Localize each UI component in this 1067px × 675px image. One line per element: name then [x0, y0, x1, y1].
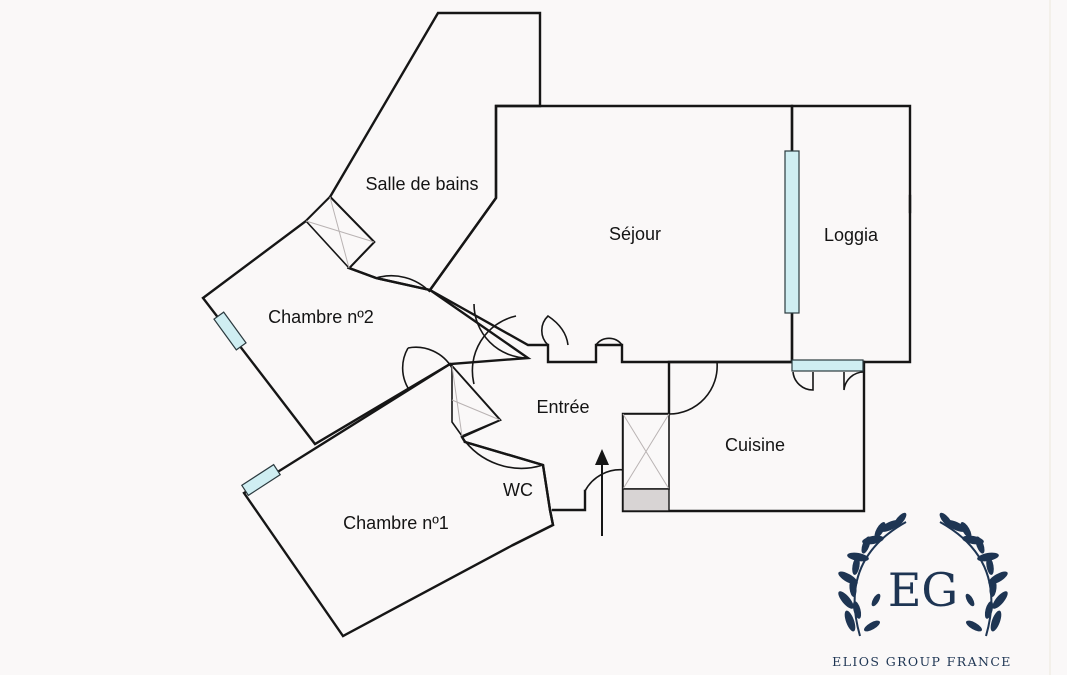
grey-cupboard — [622, 488, 670, 512]
chambre-1-wall — [242, 362, 555, 638]
laurel-left-branch — [838, 512, 907, 637]
room-label-loggia: Loggia — [824, 225, 879, 245]
room-label-wc: WC — [503, 480, 533, 500]
room-label-salle-de-bains: Salle de bains — [365, 174, 478, 194]
duct-box-kitchen — [622, 413, 670, 512]
sejour-door-left — [541, 314, 569, 346]
room-label-chambre-1: Chambre nº1 — [343, 513, 449, 533]
entry-door-swing — [584, 468, 626, 492]
window-chambre-2 — [213, 311, 247, 351]
wc-door-swing — [461, 436, 544, 470]
room-labels: Salle de bains Séjour Loggia Chambre nº2… — [268, 174, 879, 533]
entree-door-arc — [471, 315, 517, 385]
window-sejour-loggia — [784, 150, 800, 314]
windows — [213, 150, 864, 497]
room-label-cuisine: Cuisine — [725, 435, 785, 455]
duct-box-chambre-1 — [451, 363, 502, 437]
chambre1-door-arc — [401, 347, 409, 389]
company-logo: EG ELIOS GROUP FRANCE — [832, 509, 1012, 669]
wc-wall — [463, 440, 555, 547]
window-chambre-1 — [240, 463, 282, 497]
room-label-sejour: Séjour — [609, 224, 661, 244]
logo-company-name: ELIOS GROUP FRANCE — [832, 654, 1012, 669]
loggia-door-right — [843, 371, 865, 391]
logo-monogram: EG — [888, 563, 958, 617]
duct-boxes — [304, 195, 670, 512]
entree-wall — [551, 489, 587, 512]
entrance-arrow-icon — [595, 449, 609, 536]
cuisine-door-swing — [668, 361, 718, 415]
loggia-door-left — [792, 371, 814, 391]
chambre2-door-swing — [407, 346, 453, 369]
door-swings — [375, 274, 865, 492]
sdb-door-swing — [473, 303, 529, 359]
laurel-wreath-icon — [838, 509, 1012, 637]
room-label-entree: Entrée — [536, 397, 589, 417]
duct-box-bathroom — [304, 195, 376, 270]
sejour-door-right — [595, 337, 623, 346]
room-label-chambre-2: Chambre nº2 — [268, 307, 374, 327]
chambre2-door-arc — [375, 274, 431, 293]
window-loggia-cuisine — [791, 359, 864, 372]
